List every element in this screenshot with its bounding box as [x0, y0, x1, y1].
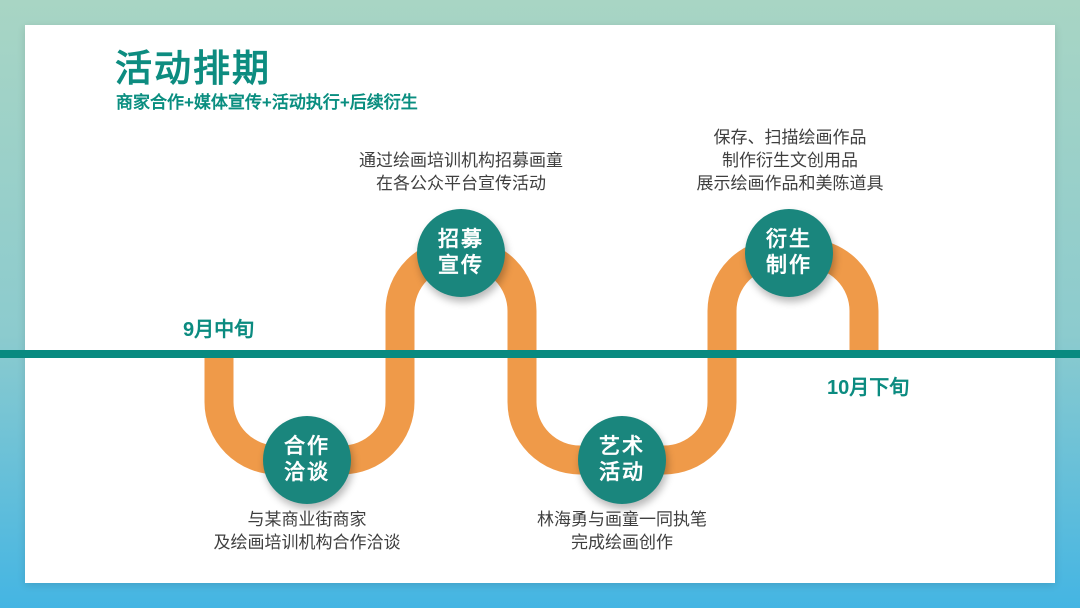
milestone-node-cooperation: 合作 洽谈 — [263, 416, 351, 504]
milestone-node-recruitment: 招募 宣传 — [417, 209, 505, 297]
desc-line: 林海勇与画童一同执笔 — [537, 510, 707, 529]
milestone-desc-cooperation: 与某商业街商家 及绘画培训机构合作洽谈 — [147, 508, 467, 554]
milestone-label: 活动 — [599, 461, 645, 484]
milestone-node-derivative: 衍生 制作 — [745, 209, 833, 297]
date-label-start: 9月中旬 — [183, 319, 255, 341]
page-title: 活动排期 — [115, 48, 271, 89]
desc-line: 在各公众平台宣传活动 — [376, 174, 546, 193]
desc-line: 通过绘画培训机构招募画童 — [359, 151, 563, 170]
date-label-end: 10月下旬 — [827, 377, 910, 399]
milestone-label: 宣传 — [438, 254, 484, 277]
milestone-desc-recruitment: 通过绘画培训机构招募画童 在各公众平台宣传活动 — [301, 149, 621, 195]
content-card — [25, 25, 1055, 583]
desc-line: 制作衍生文创用品 — [722, 151, 858, 170]
desc-line: 保存、扫描绘画作品 — [713, 128, 867, 147]
milestone-label: 衍生 — [766, 228, 812, 251]
page-subtitle: 商家合作+媒体宣传+活动执行+后续衍生 — [116, 93, 418, 112]
milestone-label: 合作 — [284, 435, 330, 458]
milestone-desc-art: 林海勇与画童一同执笔 完成绘画创作 — [462, 508, 782, 554]
milestone-label: 洽谈 — [284, 461, 330, 484]
milestone-node-art: 艺术 活动 — [578, 416, 666, 504]
milestone-label: 艺术 — [599, 435, 645, 458]
timeline-axis-line — [0, 350, 1080, 358]
milestone-label: 制作 — [766, 254, 812, 277]
desc-line: 与某商业街商家 — [247, 510, 367, 529]
desc-line: 展示绘画作品和美陈道具 — [696, 174, 884, 193]
milestone-desc-derivative: 保存、扫描绘画作品 制作衍生文创用品 展示绘画作品和美陈道具 — [630, 126, 950, 195]
milestone-label: 招募 — [438, 228, 484, 251]
desc-line: 及绘画培训机构合作洽谈 — [213, 533, 401, 552]
desc-line: 完成绘画创作 — [571, 533, 673, 552]
